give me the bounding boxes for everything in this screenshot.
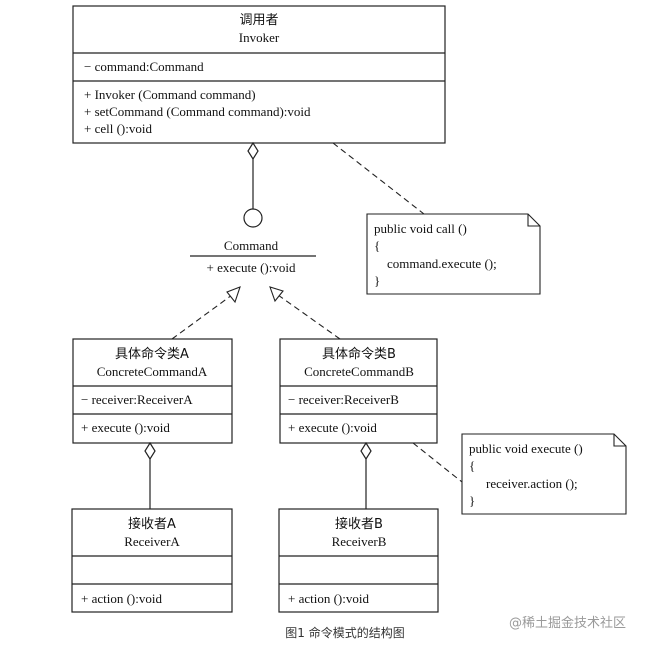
- concrete-command-b-class: 具体命令类B ConcreteCommandB − receiver:Recei…: [279, 338, 438, 444]
- realization-b-line: [277, 294, 341, 340]
- realization-a: [171, 286, 241, 340]
- concrete-a-name-cn: 具体命令类A: [115, 346, 189, 362]
- invoker-name-cn: 调用者: [239, 13, 278, 28]
- receiver-a-op-action: + action ():void: [81, 591, 162, 606]
- command-op-execute: + execute ():void: [207, 260, 296, 275]
- command-interface: Command + execute ():void: [190, 238, 316, 275]
- concrete-b-name-en: ConcreteCommandB: [304, 364, 414, 379]
- interface-lollipop: [243, 208, 263, 228]
- concrete-b-note-link: [412, 442, 463, 483]
- realization-b: [269, 286, 341, 340]
- aggregation-diamond: [247, 141, 259, 161]
- concrete-a-name-en: ConcreteCommandA: [97, 364, 208, 379]
- realization-a-line: [171, 294, 233, 340]
- receiver-b-class: 接收者B ReceiverB + action ():void: [278, 508, 439, 613]
- concrete-a-op-execute: + execute ():void: [81, 420, 170, 435]
- note-call-line-1: public void call (): [374, 221, 467, 236]
- invoker-box: [72, 5, 446, 144]
- receiver-b-op-action: + action ():void: [288, 591, 369, 606]
- figure-caption: 图1 命令模式的结构图: [285, 625, 404, 640]
- invoker-command-aggregation: [243, 141, 263, 228]
- invoker-op-cell: + cell ():void: [84, 121, 152, 136]
- receiver-a-name-en: ReceiverA: [124, 534, 180, 549]
- invoker-attribute: − command:Command: [84, 59, 204, 74]
- aggregation-b-diamond: [360, 441, 372, 461]
- command-name: Command: [224, 238, 279, 253]
- invoker-class: 调用者 Invoker − command:Command + Invoker …: [72, 5, 446, 144]
- realization-a-arrowhead: [226, 286, 241, 304]
- note-call: public void call () { command.execute ()…: [366, 213, 541, 295]
- aggregation-a-diamond: [144, 441, 156, 461]
- receiver-b-name-cn: 接收者B: [335, 516, 383, 532]
- receiver-b-name-en: ReceiverB: [332, 534, 387, 549]
- invoker-name-en: Invoker: [239, 30, 280, 45]
- concrete-a-attribute: − receiver:ReceiverA: [81, 392, 193, 407]
- note-execute: public void execute () { receiver.action…: [461, 433, 627, 515]
- concrete-command-a-class: 具体命令类A ConcreteCommandA − receiver:Recei…: [72, 338, 233, 444]
- watermark: @稀土掘金技术社区: [509, 615, 626, 631]
- note-call-line-2: {: [374, 238, 380, 253]
- concrete-b-op-execute: + execute ():void: [288, 420, 377, 435]
- note-execute-line-2: {: [469, 458, 475, 473]
- invoker-op-setcommand: + setCommand (Command command):void: [84, 104, 311, 119]
- note-call-line-4: }: [374, 273, 380, 288]
- concrete-b-box: [279, 338, 438, 444]
- note-call-fold: [527, 214, 540, 227]
- concrete-b-attribute: − receiver:ReceiverB: [288, 392, 399, 407]
- receiver-a-box: [71, 508, 233, 613]
- realization-b-arrowhead: [269, 286, 284, 303]
- receiver-b-box: [278, 508, 439, 613]
- invoker-note-link: [332, 142, 425, 215]
- note-execute-fold: [613, 434, 626, 447]
- note-call-line-3: command.execute ();: [387, 256, 497, 271]
- concrete-b-receiver-aggregation: [360, 441, 372, 509]
- concrete-b-name-cn: 具体命令类B: [322, 346, 396, 362]
- note-execute-box: [461, 433, 627, 515]
- concrete-a-box: [72, 338, 233, 444]
- invoker-op-constructor: + Invoker (Command command): [84, 87, 256, 102]
- receiver-a-class: 接收者A ReceiverA + action ():void: [71, 508, 233, 613]
- note-call-box: [366, 213, 541, 295]
- receiver-a-name-cn: 接收者A: [128, 516, 176, 532]
- note-execute-line-4: }: [469, 493, 475, 508]
- note-execute-line-3: receiver.action ();: [486, 476, 578, 491]
- note-execute-line-1: public void execute (): [469, 441, 583, 456]
- concrete-a-receiver-aggregation: [144, 441, 156, 509]
